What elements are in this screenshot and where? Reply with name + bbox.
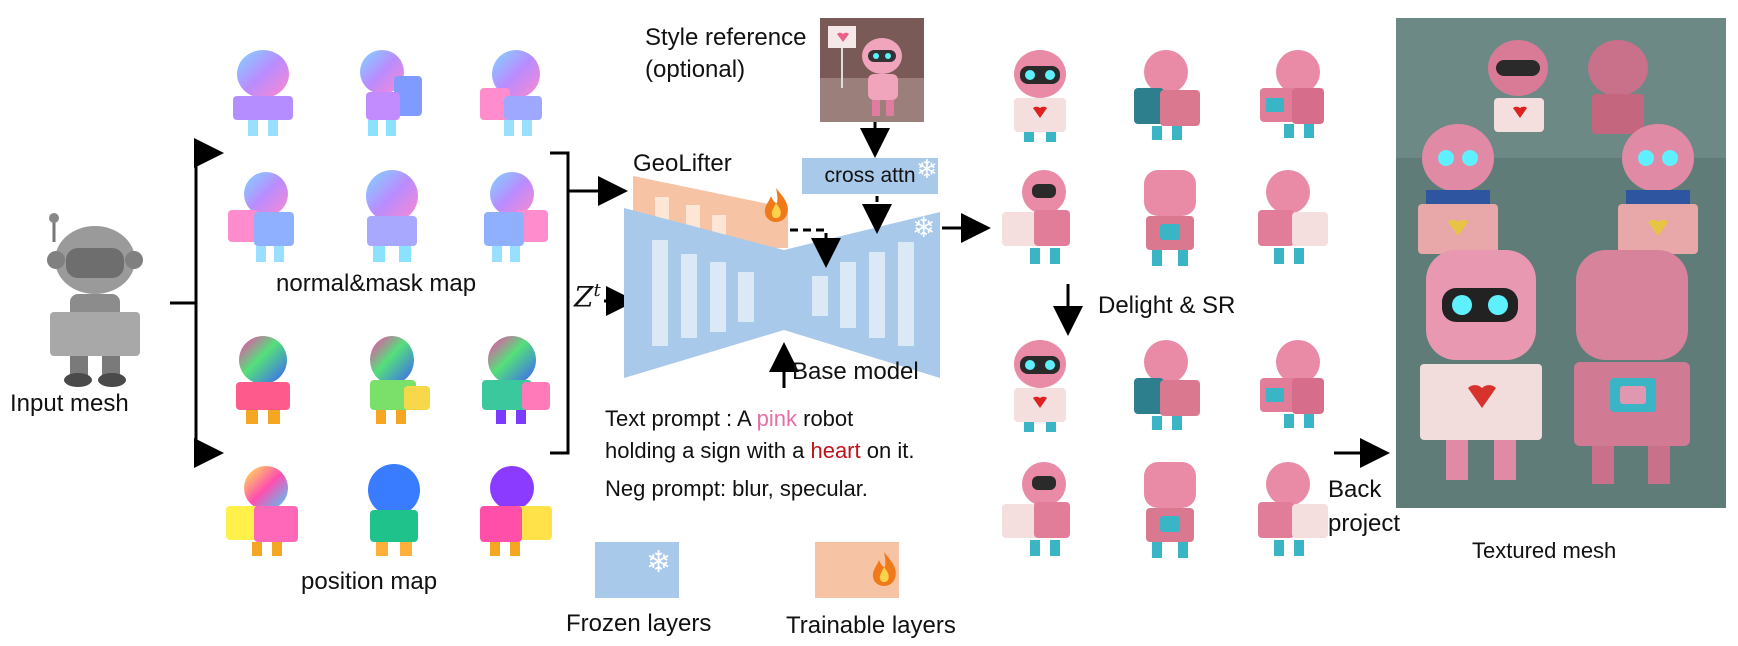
generated-view — [1258, 462, 1328, 556]
position-map-label: position map — [301, 568, 438, 595]
back-label: Back — [1328, 476, 1382, 503]
text-prompt-suffix: robot — [797, 406, 854, 431]
latent-zt-superscript: t — [593, 280, 601, 301]
snowflake-icon: ❄ — [646, 546, 672, 579]
generated-view — [1134, 50, 1200, 140]
project-label: project — [1328, 510, 1401, 537]
geolifter-label: GeoLifter — [633, 150, 732, 177]
generated-view — [1258, 170, 1328, 264]
text-prompt-heart-word: heart — [810, 438, 861, 463]
position-map-view — [226, 466, 298, 556]
normal-map-view — [360, 50, 422, 136]
textured-mesh-label: Textured mesh — [1472, 538, 1617, 563]
style-reference-label: Style reference — [645, 24, 807, 51]
unet-bar — [840, 262, 856, 328]
unet-bar — [652, 240, 668, 346]
text-prompt-pink-word: pink — [756, 406, 797, 431]
snowflake-icon: ❄ — [916, 154, 938, 184]
cross-attn-block — [802, 158, 938, 194]
generated-view-back — [1144, 462, 1196, 558]
position-map-view — [370, 336, 430, 424]
base-model-label: Base model — [792, 358, 919, 385]
unet-bar — [710, 262, 726, 332]
text-prompt-line1: Text prompt : A pink robot — [605, 408, 853, 430]
generated-view — [1260, 50, 1324, 138]
position-map-view — [482, 336, 550, 424]
flame-icon — [764, 188, 788, 222]
generated-view-back — [1144, 170, 1196, 266]
generated-view-front — [1014, 340, 1066, 432]
text-prompt-prefix: Text prompt : A — [605, 406, 757, 431]
input-mesh-label: Input mesh — [10, 390, 129, 417]
generated-view — [1134, 340, 1200, 430]
right-bracket — [550, 151, 570, 455]
position-map-view — [236, 336, 290, 424]
normal-map-view — [480, 50, 542, 136]
frozen-layers-label: Frozen layers — [566, 610, 712, 637]
normal-map-view — [228, 172, 294, 262]
style-reference-optional-label: (optional) — [645, 56, 746, 83]
normal-mask-map-label: normal&mask map — [276, 270, 477, 297]
frozen-legend-swatch — [595, 542, 679, 598]
neg-prompt-label: Neg prompt: blur, specular. — [605, 476, 868, 501]
textured-mesh-render — [1396, 18, 1726, 508]
latent-zt-label: Zt — [574, 282, 601, 311]
generated-view-front — [1014, 50, 1066, 142]
normal-map-view — [366, 170, 418, 262]
geolifter-to-decoder-dashed — [790, 228, 841, 268]
delight-sr-label: Delight & SR — [1098, 292, 1236, 319]
normal-map-view — [233, 50, 293, 136]
text-prompt-line2-suffix: on it. — [860, 438, 915, 463]
position-map-view — [480, 466, 552, 556]
trainable-layers-label: Trainable layers — [786, 612, 956, 639]
position-map-view — [368, 464, 420, 556]
unet-bar — [681, 254, 697, 338]
unet-bar — [738, 272, 754, 322]
normal-map-view — [484, 172, 548, 262]
text-prompt-line2: holding a sign with a heart on it. — [605, 440, 914, 462]
cross-attn-label: cross attn — [824, 164, 916, 187]
generated-view — [1002, 170, 1070, 264]
unet-bar — [898, 242, 914, 346]
flame-icon — [872, 552, 896, 586]
snowflake-icon: ❄ — [912, 212, 936, 243]
unet-bar — [812, 276, 828, 316]
cross-attn-label-box: cross attn — [802, 158, 938, 194]
generated-view — [1002, 462, 1070, 556]
style-reference-image — [820, 18, 924, 122]
generated-view — [1260, 340, 1324, 428]
input-mesh-image — [47, 213, 143, 387]
text-prompt-line2-prefix: holding a sign with a — [605, 438, 811, 463]
unet-bar — [869, 252, 885, 338]
latent-zt-base: Z — [574, 280, 594, 314]
